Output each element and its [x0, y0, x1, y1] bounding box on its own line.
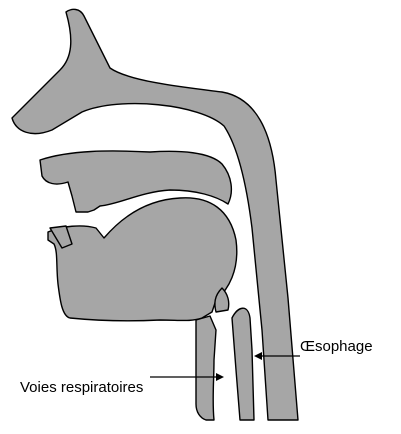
airways-label: Voies respiratoires: [20, 379, 143, 396]
tongue-region: [48, 198, 237, 321]
esophagus-tube: [232, 308, 254, 420]
esophagus-arrow-head: [254, 352, 262, 360]
airways-arrow-head: [216, 373, 224, 381]
airway-column: [196, 316, 216, 420]
esophagus-label: Œsophage: [300, 338, 373, 355]
